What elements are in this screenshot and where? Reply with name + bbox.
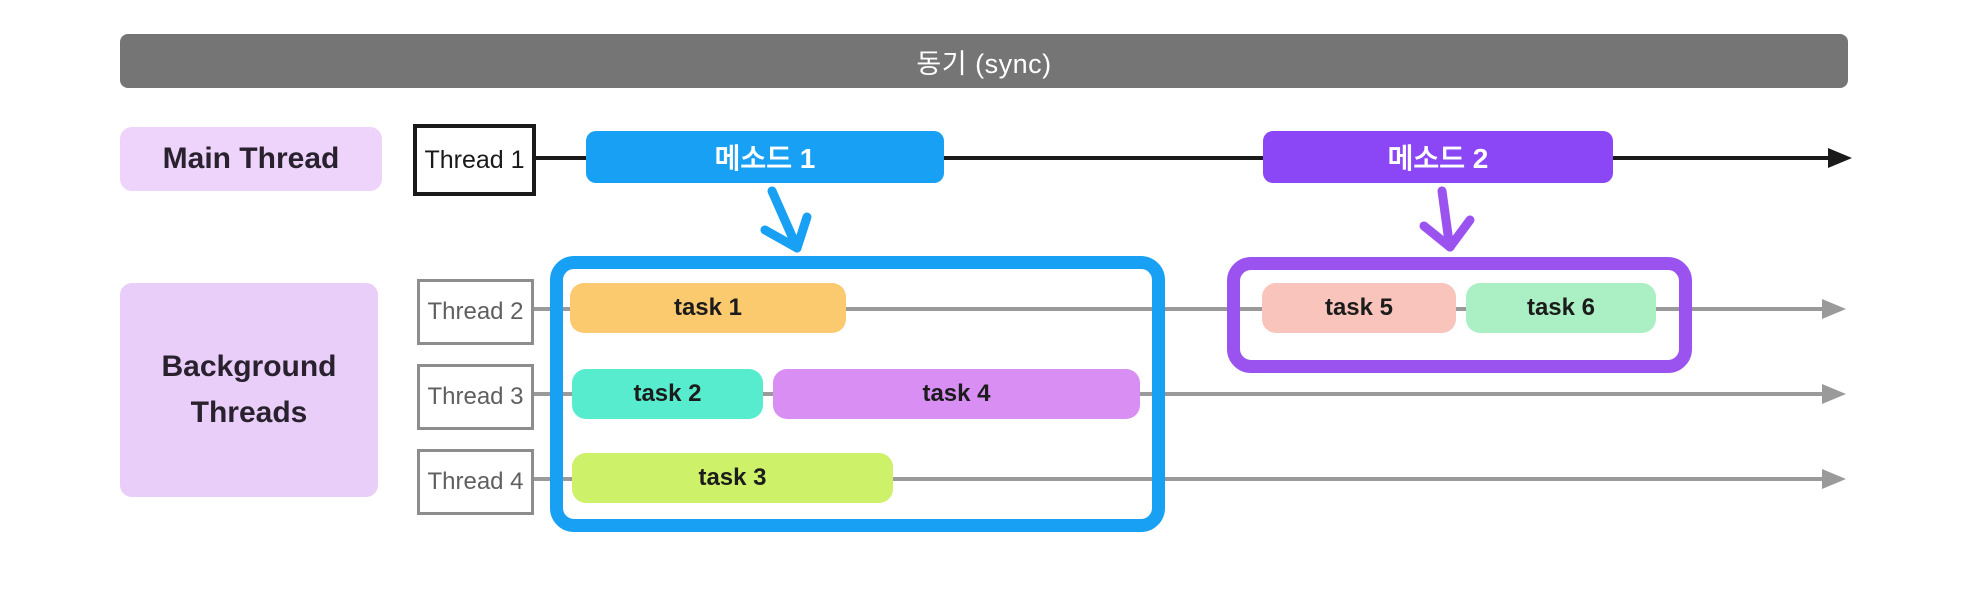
thread1-box: Thread 1	[413, 124, 536, 196]
sync-title-text: 동기 (sync)	[916, 48, 1052, 79]
thread3-box-label: Thread 3	[427, 383, 524, 410]
task1-block: task 1	[570, 283, 846, 333]
task3-block: task 3	[572, 453, 893, 503]
thread4-box-label: Thread 4	[427, 468, 524, 495]
method2-label: 메소드 2	[1387, 143, 1489, 174]
task6-label: task 6	[1526, 294, 1596, 321]
method2-task-group-outline	[1227, 257, 1692, 373]
thread4-timeline-arrowhead	[1822, 469, 1846, 489]
background-threads-label: Background Threads	[120, 283, 378, 497]
task2-block: task 2	[572, 369, 763, 419]
task3-label: task 3	[698, 464, 767, 491]
method1-label: 메소드 1	[714, 143, 816, 174]
background-threads-label-line1: Background	[161, 349, 337, 383]
thread2-box-label: Thread 2	[427, 298, 524, 325]
method2-dispatch-arrow	[1419, 186, 1475, 252]
task4-block: task 4	[773, 369, 1140, 419]
task5-block: task 5	[1262, 283, 1456, 333]
method2-block: 메소드 2	[1263, 131, 1613, 183]
main-timeline-arrowhead	[1828, 148, 1852, 168]
thread3-timeline-arrowhead	[1822, 384, 1846, 404]
background-threads-label-line2: Threads	[190, 396, 308, 429]
task1-label: task 1	[673, 294, 743, 321]
task6-block: task 6	[1466, 283, 1656, 333]
method1-task-group-outline	[550, 256, 1165, 532]
thread4-box: Thread 4	[417, 449, 534, 515]
sync-title-banner: 동기 (sync)	[120, 34, 1848, 88]
thread2-box: Thread 2	[417, 279, 534, 345]
main-thread-label: Main Thread	[120, 127, 382, 191]
method1-dispatch-arrow	[760, 186, 812, 253]
task5-label: task 5	[1324, 294, 1394, 321]
task2-label: task 2	[633, 380, 702, 407]
main-thread-label-text: Main Thread	[162, 142, 340, 175]
thread2-timeline-arrowhead	[1822, 299, 1846, 319]
thread3-box: Thread 3	[417, 364, 534, 430]
method1-block: 메소드 1	[586, 131, 944, 183]
task4-label: task 4	[922, 380, 991, 407]
thread1-box-label: Thread 1	[424, 145, 525, 174]
